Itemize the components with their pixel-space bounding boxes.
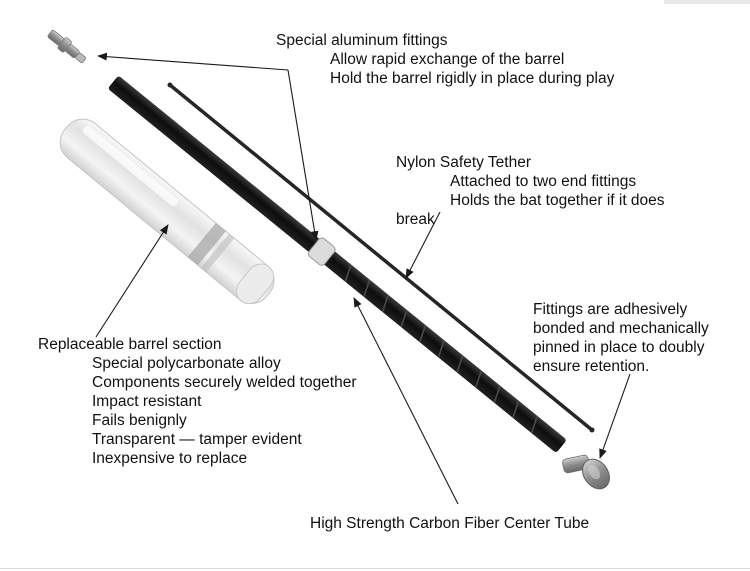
fittings-title: Special aluminum fittings	[276, 32, 448, 49]
barrel-line-2: Components securely welded together	[92, 374, 357, 391]
tether-line-wrap: break	[396, 211, 435, 228]
end-cap-fitting	[562, 454, 610, 490]
bottom-rule	[0, 568, 750, 569]
tether-line-1: Attached to two end fittings	[450, 173, 637, 190]
tether-line-2: Holds the bat together if it does	[450, 192, 665, 209]
adhesive-line-1: Fittings are adhesively	[533, 301, 688, 318]
leader-barrel	[95, 224, 169, 338]
fittings-line-2: Hold the barrel rigidly in place during …	[330, 70, 615, 87]
carbon-center-tube	[108, 76, 566, 452]
collar-fitting	[307, 237, 336, 266]
corner-strip	[664, 0, 750, 4]
leader-end-cap	[599, 373, 631, 459]
adhesive-line-3: pinned in place to doubly	[533, 339, 705, 356]
leader-tether	[405, 211, 441, 279]
barrel-line-5: Transparent — tamper evident	[92, 431, 302, 448]
top-fitting	[47, 29, 86, 63]
adhesive-line-2: bonded and mechanically	[533, 320, 709, 337]
barrel-line-1: Special polycarbonate alloy	[92, 355, 281, 372]
barrel-section	[59, 118, 275, 305]
fittings-line-1: Allow rapid exchange of the barrel	[330, 51, 565, 68]
leader-fittings-to-top	[97, 52, 289, 71]
adhesive-line-4: ensure retention.	[533, 358, 650, 375]
tether-title: Nylon Safety Tether	[396, 154, 531, 171]
leader-fittings-to-collar	[287, 69, 319, 241]
leader-center-tube	[353, 297, 459, 505]
barrel-line-3: Impact resistant	[92, 393, 202, 410]
barrel-line-4: Fails benignly	[92, 412, 187, 429]
tube-wrap-ridges	[344, 264, 538, 433]
tether-end-bottom	[589, 427, 595, 433]
leader-lines	[95, 52, 631, 505]
barrel-title: Replaceable barrel section	[38, 336, 222, 353]
safety-tether	[168, 83, 594, 432]
tether-end-top	[167, 82, 173, 88]
center-tube-title: High Strength Carbon Fiber Center Tube	[310, 515, 590, 532]
barrel-line-6: Inexpensive to replace	[92, 450, 248, 467]
